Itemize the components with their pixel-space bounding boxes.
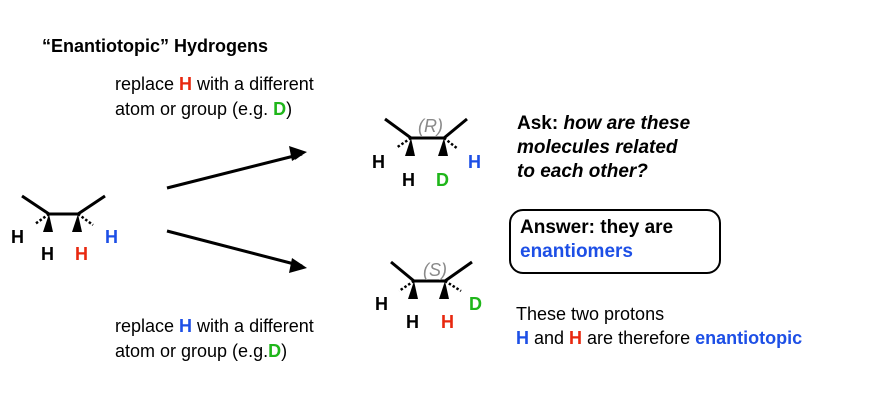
arrow-down-head <box>289 258 307 273</box>
wedge-bond-left <box>405 138 415 156</box>
atom-h-left: H <box>372 152 385 172</box>
answer-box <box>509 209 721 274</box>
atom-h-down-left: H <box>406 312 419 332</box>
arrow-down <box>166 229 303 268</box>
answer-text: Answer: they are enantiomers <box>520 217 674 262</box>
hash-bond-right <box>444 279 462 293</box>
hash-bond-right <box>77 212 94 227</box>
wedge-bond-right <box>439 281 449 299</box>
highlight-d-green: D <box>268 341 282 361</box>
wedge-bond-left <box>408 281 418 299</box>
wedge-bond-right <box>438 138 448 156</box>
atom-h-right-blue: H <box>468 152 481 172</box>
atom-h-down-right-red: H <box>75 244 88 264</box>
hash-bond-right <box>443 137 459 150</box>
stereo-label-r: (R) <box>418 116 443 136</box>
caption-bottom: replace H with a different atom or group… <box>115 316 314 361</box>
atom-h-down-left: H <box>402 170 415 190</box>
molecule-start: H H H H <box>11 194 118 264</box>
atom-h-left: H <box>375 294 388 314</box>
term-enantiotopic: enantiotopic <box>695 328 803 348</box>
highlight-h-blue: H <box>179 316 193 336</box>
atom-h-right-blue: H <box>105 227 118 247</box>
conclusion: These two protons H and H are therefore … <box>516 304 803 348</box>
atom-h-down-right-red: H <box>441 312 454 332</box>
atom-d-down-right-green: D <box>436 170 449 190</box>
stereo-label-s: (S) <box>423 260 447 280</box>
highlight-d-green: D <box>273 99 287 119</box>
highlight-h-red: H <box>179 74 193 94</box>
carbon-skeleton <box>384 117 468 140</box>
arrow-up <box>166 152 304 190</box>
atom-h-left: H <box>11 227 24 247</box>
arrow-up-head <box>289 146 307 161</box>
ask-question: Ask: how are these molecules related to … <box>517 113 691 182</box>
carbon-skeleton <box>21 194 106 216</box>
atom-d-right-green: D <box>469 294 482 314</box>
molecule-bottom-s: (S) H H H D <box>375 260 482 332</box>
title: “Enantiotopic” Hydrogens <box>42 36 269 56</box>
atom-h-down-left: H <box>41 244 54 264</box>
carbon-skeleton <box>390 260 473 283</box>
wedge-bond-left <box>43 214 53 232</box>
hash-bond-left <box>395 136 412 150</box>
hash-bond-left <box>398 279 415 293</box>
answer-enantiomers: enantiomers <box>520 241 633 262</box>
hash-bond-left <box>34 212 50 226</box>
wedge-bond-right <box>72 214 82 232</box>
caption-top: replace H with a different atom or group… <box>115 74 314 119</box>
molecule-top-r: (R) H H D H <box>372 116 481 190</box>
